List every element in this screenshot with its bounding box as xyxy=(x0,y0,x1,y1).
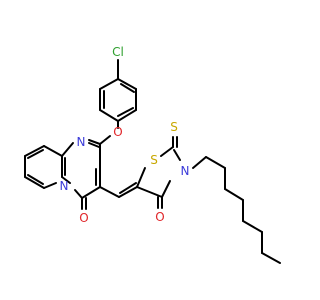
bond xyxy=(24,176,45,189)
bond xyxy=(161,180,171,198)
atom-labels: Cl O N N O S S N O xyxy=(60,45,190,225)
bond xyxy=(192,156,207,169)
atom-label-ether-oxygen: O xyxy=(113,125,122,139)
bond xyxy=(205,156,226,169)
atom-label-ketone-oxygen: O xyxy=(155,210,164,224)
octyl-chain xyxy=(192,156,281,264)
bond xyxy=(88,139,101,145)
bond xyxy=(136,167,146,188)
bond xyxy=(99,109,119,122)
bond xyxy=(120,83,135,93)
atom-label-bridgehead-nitrogen: N xyxy=(60,179,69,193)
bond xyxy=(117,78,137,90)
atom-label-carbonyl-oxygen: O xyxy=(79,211,88,225)
bond xyxy=(261,252,281,264)
pyridopyrimidine-core xyxy=(24,135,111,210)
bond xyxy=(173,149,181,161)
bond xyxy=(117,107,134,117)
bond xyxy=(27,174,44,185)
bond xyxy=(224,188,244,201)
bond xyxy=(99,78,119,90)
bond xyxy=(119,182,137,194)
bond xyxy=(118,186,138,198)
bond xyxy=(117,109,137,122)
thiazolidinone-ring xyxy=(136,136,181,209)
chlorophenyl-ring xyxy=(99,59,137,129)
molecule-structure: Cl O N N O S S N O xyxy=(24,45,281,264)
bond xyxy=(136,186,163,198)
bond xyxy=(24,145,45,157)
bond xyxy=(81,186,101,199)
bond xyxy=(61,142,74,157)
bond xyxy=(99,135,111,145)
bond xyxy=(74,189,83,199)
bond xyxy=(43,182,57,189)
atom-label-thiazolidine-nitrogen: N xyxy=(181,164,190,178)
bond xyxy=(61,176,71,184)
bond xyxy=(43,145,63,157)
bond xyxy=(242,220,263,233)
molecule-canvas: Cl O N N O S S N O xyxy=(24,45,281,264)
bond xyxy=(99,186,120,198)
bond xyxy=(27,149,44,159)
atom-label-ring-sulfur: S xyxy=(150,153,158,167)
atom-label-pyrimidine-nitrogen: N xyxy=(77,135,86,149)
atom-label-thione-sulfur: S xyxy=(170,120,178,134)
bond xyxy=(160,146,174,157)
atom-label-chlorine: Cl xyxy=(112,45,124,59)
bond xyxy=(88,142,100,148)
methylidene-linker xyxy=(99,182,138,198)
